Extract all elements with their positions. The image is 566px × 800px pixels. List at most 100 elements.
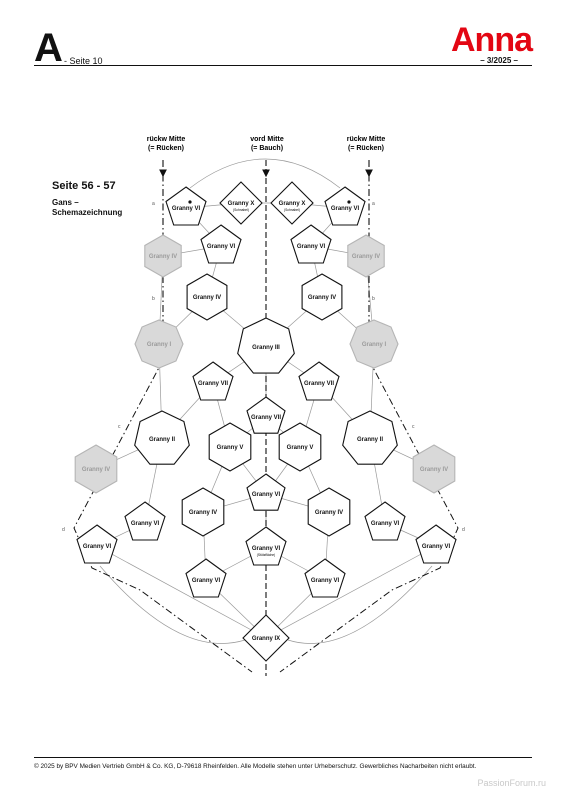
arrow-down-icon (365, 169, 373, 178)
tile-x-l: Granny X(Schnabel) (219, 181, 263, 225)
pentagon-shape (245, 526, 287, 566)
column-sublabel-front: (= Bauch) (251, 145, 283, 152)
tile-label: Granny V (287, 445, 314, 451)
tile-label: Granny VII (198, 381, 228, 387)
tile-label: Granny II (357, 437, 383, 443)
pentagon-shape (185, 558, 227, 598)
tile-label: Granny VI (252, 492, 281, 498)
tile-label: Granny IX (252, 636, 280, 642)
tile-iii: Granny III (237, 317, 295, 374)
edge-label: c (118, 424, 121, 430)
tile-iv-gray-r1: Granny IV (347, 234, 385, 278)
tile-vi-top-r: Granny VI (324, 186, 366, 226)
edge-label: b (372, 296, 375, 302)
tile-iv-gray-r2: Granny IV (412, 444, 456, 494)
tile-vii-r: Granny VII (298, 361, 340, 401)
column-sublabel-back-left: (= Rücken) (148, 145, 184, 152)
tile-vi-top-l: Granny VI (165, 186, 207, 226)
hexagon-shape (301, 273, 343, 321)
tile-vi-c2: Granny VI(Stützfläche) (245, 526, 287, 566)
tile-label: Granny VI (331, 206, 360, 212)
pentagon-shape (200, 224, 242, 264)
tile-ix: Granny IX (242, 614, 290, 662)
pentagon-shape (76, 524, 118, 564)
connector-line (96, 545, 267, 639)
tile-iv-3-l: Granny IV (186, 273, 228, 321)
arrow-down-icon (262, 169, 270, 178)
connector-arc (287, 565, 433, 644)
tile-vi-7-r: Granny VI (415, 524, 457, 564)
tile-label: Granny VI (172, 206, 201, 212)
diamond-shape (270, 181, 314, 225)
tile-label: Granny VI (252, 546, 281, 552)
tile-label: Granny VI (83, 544, 112, 550)
edge-label: b (152, 296, 155, 302)
tile-vi-7-l: Granny VI (76, 524, 118, 564)
tile-label: Granny VI (311, 578, 340, 584)
tile-vi-c1: Granny VI (246, 473, 286, 511)
tile-v-l: Granny V (208, 422, 252, 472)
edge-label: d (462, 527, 465, 533)
hexagon-shape (74, 444, 118, 494)
pentagon-shape (304, 558, 346, 598)
hexagon-shape (307, 487, 351, 537)
pentagon-shape (192, 361, 234, 401)
page-letter: A (34, 26, 63, 70)
tile-label: Granny VII (304, 381, 334, 387)
granny-tiles: Granny VI Granny X(Schnabel)Granny X(Schn… (74, 181, 457, 662)
brand-logo: Anna (451, 21, 533, 59)
octagon-shape (349, 319, 399, 369)
tile-vii-l: Granny VII (192, 361, 234, 401)
column-sublabel-back-right: (= Rücken) (348, 145, 384, 152)
column-label-front: vord Mitte (250, 136, 284, 143)
tile-label: Granny VI (422, 544, 451, 550)
tile-label: Granny III (252, 345, 280, 351)
tile-x-r: Granny X(Schnabel) (270, 181, 314, 225)
hexagon-shape (208, 422, 252, 472)
tile-label: Granny V (217, 445, 244, 451)
tile-label: Granny IV (420, 467, 448, 473)
tile-v-r: Granny V (278, 422, 322, 472)
pentagon-shape (364, 501, 406, 541)
tile-vi-2-r: Granny VI (290, 224, 332, 264)
tile-i-gray-r: Granny I (349, 319, 399, 369)
eye-dot-icon (188, 200, 192, 204)
edge-label: c (412, 424, 415, 430)
tile-iv-6-r: Granny IV (307, 487, 351, 537)
tile-label: Granny II (149, 437, 175, 443)
diamond-shape (242, 614, 290, 662)
copyright-notice: © 2025 by BPV Medien Vertrieb GmbH & Co.… (34, 763, 477, 770)
column-label-back-left: rückw Mitte (147, 136, 186, 143)
tile-label: Granny I (147, 342, 172, 348)
heptagon-shape (134, 410, 190, 465)
tile-label: Granny IV (193, 295, 221, 301)
tile-label: Granny VI (192, 578, 221, 584)
header-divider (34, 65, 532, 66)
connector-line (265, 545, 437, 639)
tile-vi-6-r: Granny VI (364, 501, 406, 541)
tile-label: Granny VI (297, 244, 326, 250)
footer-divider (34, 757, 532, 758)
heptagon-shape (342, 410, 398, 465)
pentagon-shape (165, 186, 207, 226)
tile-i-gray-l: Granny I (134, 319, 184, 369)
tile-vi-2-l: Granny VI (200, 224, 242, 264)
connector-arc (189, 158, 341, 189)
hexagon-shape (347, 234, 385, 278)
pentagon-shape (290, 224, 332, 264)
section-subtitle: Gans – Schemazeichnung (52, 198, 123, 217)
hexagon-shape (144, 234, 182, 278)
tile-label: Granny IV (308, 295, 336, 301)
tile-label: Granny VI (207, 244, 236, 250)
tile-label: Granny IV (82, 467, 110, 473)
tile-label: Granny IV (315, 510, 343, 516)
pentagon-shape (324, 186, 366, 226)
tile-note: (Schnabel) (233, 208, 249, 212)
tile-label: Granny VI (131, 521, 160, 527)
octagon-shape (134, 319, 184, 369)
tile-note: (Schnabel) (284, 208, 300, 212)
tile-label: Granny IV (189, 510, 217, 516)
edge-label: a (152, 201, 155, 207)
